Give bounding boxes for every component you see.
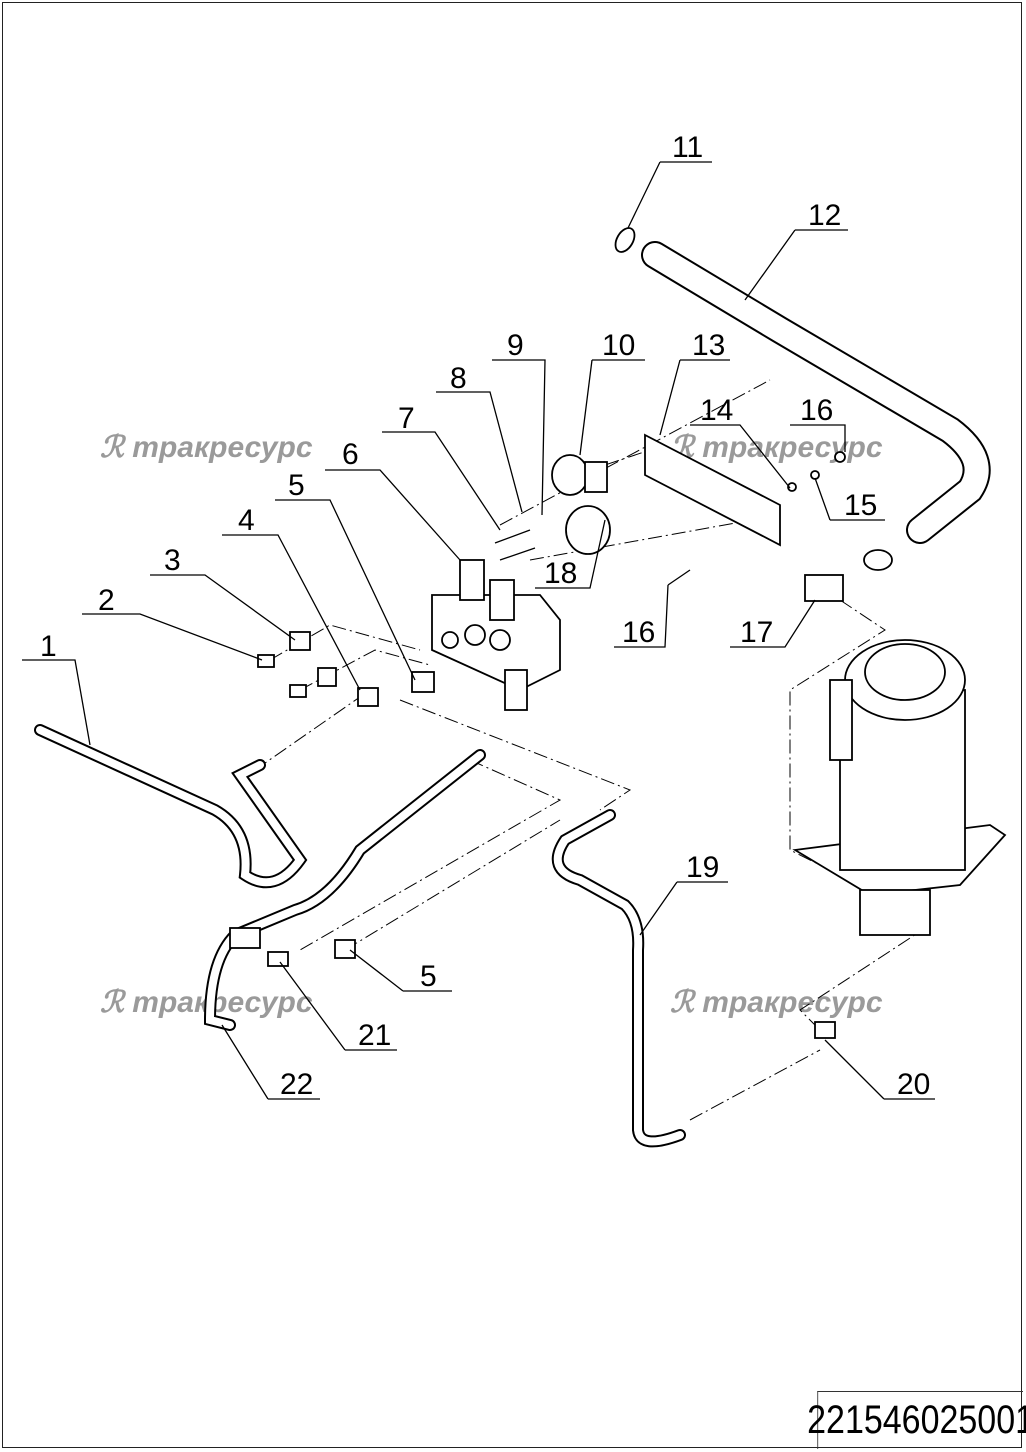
svg-text:ℛ тракресурс: ℛ тракресурс [670, 431, 883, 464]
callout-16-top: 16 [800, 394, 833, 427]
electric-motor-pump [792, 639, 1007, 936]
callout-10: 10 [602, 329, 635, 362]
callout-19: 19 [686, 851, 719, 884]
svg-text:ℛ тракресурс: ℛ тракресурс [100, 431, 313, 464]
callout-4: 4 [238, 504, 255, 537]
fittings [257, 574, 844, 1039]
o-ring-part-17b [863, 549, 893, 571]
gasket-part-18 [565, 505, 611, 555]
callout-11: 11 [672, 131, 703, 164]
callout-1: 1 [40, 630, 57, 663]
watermark-4: ℛ тракресурс [670, 986, 883, 1019]
bolts-part-7 [494, 451, 846, 586]
drawing-number: 221546025001 [807, 1391, 1026, 1449]
callout-21: 21 [358, 1019, 391, 1052]
callout-labels: 1 2 3 4 5 6 7 8 9 10 13 11 12 14 16 15 1… [40, 131, 930, 1101]
pipe-part-1 [34, 724, 308, 889]
callout-8: 8 [450, 362, 467, 395]
callout-14: 14 [700, 394, 733, 427]
callout-leaders [22, 161, 935, 1100]
callout-18: 18 [544, 557, 577, 590]
callout-5-lower: 5 [420, 960, 437, 993]
mounting-plate-part-13 [644, 433, 781, 547]
callout-9: 9 [507, 329, 524, 362]
callout-17: 17 [740, 616, 773, 649]
callout-5: 5 [288, 469, 305, 502]
svg-text:ℛ тракресурс: ℛ тракресурс [670, 986, 883, 1019]
o-ring-part-11 [614, 227, 636, 253]
pipe-part-19 [551, 809, 686, 1148]
watermark-2: ℛ тракресурс [670, 431, 883, 464]
callout-12: 12 [808, 199, 841, 232]
pipe-part-22 [203, 749, 486, 1031]
watermark-1: ℛ тракресурс [100, 431, 313, 464]
callout-3: 3 [164, 544, 181, 577]
callout-13: 13 [692, 329, 725, 362]
callout-20: 20 [897, 1068, 930, 1101]
suction-hose-part-12 [641, 241, 991, 544]
callout-15: 15 [844, 489, 877, 522]
callout-7: 7 [398, 402, 415, 435]
valve-block-part-6 [431, 559, 561, 711]
callout-22: 22 [280, 1068, 313, 1101]
callout-6: 6 [342, 438, 359, 471]
bracket-part-10 [551, 454, 608, 496]
callout-2: 2 [98, 584, 115, 617]
callout-16-bottom: 16 [622, 616, 655, 649]
